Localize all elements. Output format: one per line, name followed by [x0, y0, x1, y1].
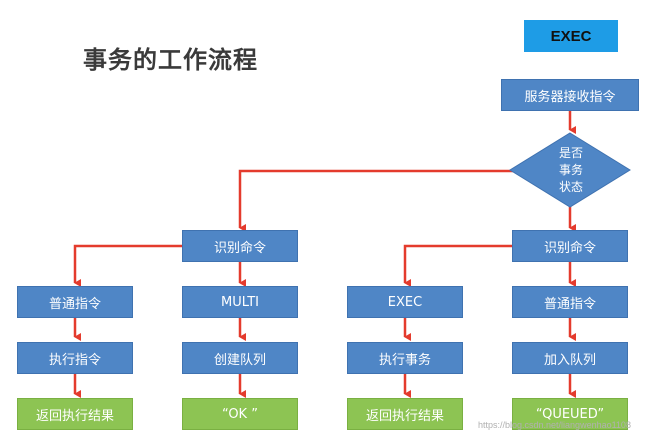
return-result-box-1: 返回执行结果 — [17, 398, 133, 430]
left-identify-box: 识别命令 — [182, 230, 298, 262]
receive-command-box: 服务器接收指令 — [501, 79, 639, 111]
queued-result-box: “QUEUED” — [512, 398, 628, 430]
transaction-state-diamond — [509, 132, 631, 208]
execute-transaction-box: 执行事务 — [347, 342, 463, 374]
exec-box: EXEC — [347, 286, 463, 318]
multi-box: MULTI — [182, 286, 298, 318]
right-identify-box: 识别命令 — [512, 230, 628, 262]
watermark: https://blog.csdn.net/liangwenhao1108 — [478, 420, 631, 430]
return-result-box-2: 返回执行结果 — [347, 398, 463, 430]
queued-normal-command-box: 普通指令 — [512, 286, 628, 318]
page-title: 事务的工作流程 — [83, 46, 258, 74]
decision-label: 是否 事务 状态 — [541, 145, 601, 196]
execute-command-box: 执行指令 — [17, 342, 133, 374]
normal-command-box: 普通指令 — [17, 286, 133, 318]
decision-line-1: 是否 — [558, 146, 583, 160]
decision-line-2: 事务 — [558, 163, 583, 177]
exec-tag: EXEC — [524, 20, 618, 52]
decision-line-3: 状态 — [558, 180, 583, 194]
ok-result-box: “OK ” — [182, 398, 298, 430]
create-queue-box: 创建队列 — [182, 342, 298, 374]
enqueue-box: 加入队列 — [512, 342, 628, 374]
